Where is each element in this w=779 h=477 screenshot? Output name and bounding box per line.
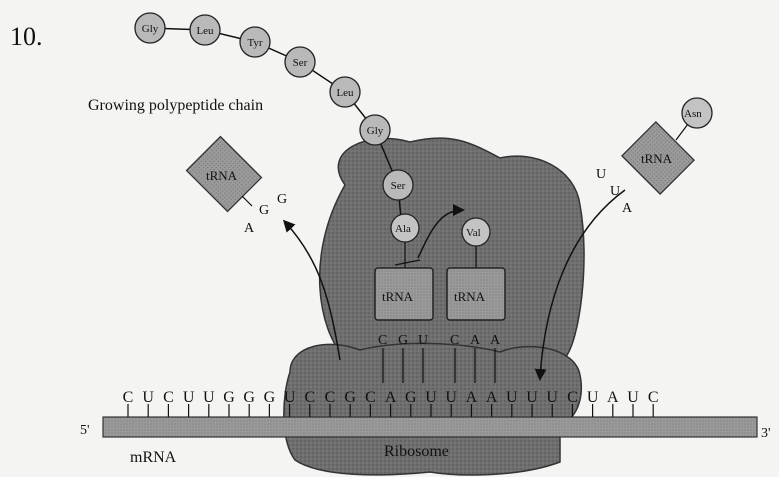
ribosome-label: Ribosome xyxy=(384,443,449,460)
mrna-nucleotide: C xyxy=(304,389,315,406)
amino-acid-label: Ser xyxy=(391,180,406,192)
trna-entering-anticodon-2: U xyxy=(610,184,620,199)
mrna-nucleotide: G xyxy=(405,389,417,406)
amino-acid-label: Leu xyxy=(336,87,354,99)
trna-exiting-anticodon-1: G xyxy=(277,192,287,207)
mrna-nucleotide: G xyxy=(264,389,276,406)
mrna-nucleotide: C xyxy=(648,389,659,406)
three-prime-label: 3' xyxy=(761,426,771,441)
mrna-nucleotide: A xyxy=(466,389,478,406)
mrna-nucleotide: A xyxy=(486,389,498,406)
amino-acid-label: Ser xyxy=(293,57,308,69)
trna-a-site-anticodon-2: A xyxy=(470,333,481,348)
trna-p-site-anticodon-3: U xyxy=(418,333,428,348)
mrna-nucleotide: U xyxy=(445,389,457,406)
trna-entering-label: tRNA xyxy=(641,151,673,166)
mrna-nucleotide: U xyxy=(506,389,518,406)
mrna-nucleotide: U xyxy=(627,389,639,406)
mrna-nucleotide: A xyxy=(607,389,619,406)
mrna-nucleotide: U xyxy=(142,389,154,406)
mrna-nucleotide: G xyxy=(344,389,356,406)
trna-entering-amino-acid: Asn xyxy=(684,108,702,120)
mrna-nucleotide: U xyxy=(587,389,599,406)
trna-exiting: tRNA G G A xyxy=(187,137,288,236)
trna-p-site-anticodon-2: G xyxy=(398,333,408,348)
mrna-nucleotide: U xyxy=(284,389,296,406)
mrna-nucleotide: C xyxy=(325,389,336,406)
mrna-nucleotide: C xyxy=(163,389,174,406)
trna-entering-anticodon-3: A xyxy=(622,201,633,216)
ribosome-large-subunit xyxy=(320,138,584,358)
mrna-nucleotide: U xyxy=(546,389,558,406)
trna-p-site-amino-acid: Ala xyxy=(395,223,411,235)
trna-a-site-anticodon-3: A xyxy=(490,333,501,348)
question-number: 10. xyxy=(10,22,43,51)
mrna-nucleotide: U xyxy=(425,389,437,406)
mrna-nucleotide: C xyxy=(567,389,578,406)
mrna-nucleotide: U xyxy=(526,389,538,406)
mrna-nucleotide: G xyxy=(243,389,255,406)
trna-p-site-anticodon-1: C xyxy=(378,333,387,348)
growing-chain-label: Growing polypeptide chain xyxy=(88,97,263,114)
mrna-nucleotide: A xyxy=(385,389,397,406)
amino-acid-label: Leu xyxy=(196,25,214,37)
amino-acid-label: Tyr xyxy=(247,37,262,49)
five-prime-label: 5' xyxy=(80,423,90,438)
mrna-nucleotide: C xyxy=(123,389,134,406)
mrna-nucleotide: G xyxy=(223,389,235,406)
trna-exiting-anticodon-2: G xyxy=(259,203,269,218)
trna-a-site-label: tRNA xyxy=(454,289,486,304)
trna-exiting-anticodon-3: A xyxy=(244,221,255,236)
mrna-nucleotide: U xyxy=(203,389,215,406)
mrna-label: mRNA xyxy=(130,449,177,466)
mrna-strand xyxy=(103,417,757,437)
trna-p-site-label: tRNA xyxy=(382,289,414,304)
mrna-nucleotide: C xyxy=(365,389,376,406)
amino-acid-label: Gly xyxy=(367,125,384,137)
amino-acid-label: Gly xyxy=(142,23,159,35)
trna-a-site-amino-acid: Val xyxy=(466,227,481,239)
trna-exiting-label: tRNA xyxy=(206,168,238,183)
mrna-nucleotide: U xyxy=(183,389,195,406)
trna-entering-anticodon-1: U xyxy=(596,167,606,182)
trna-a-site-anticodon-1: C xyxy=(450,333,459,348)
